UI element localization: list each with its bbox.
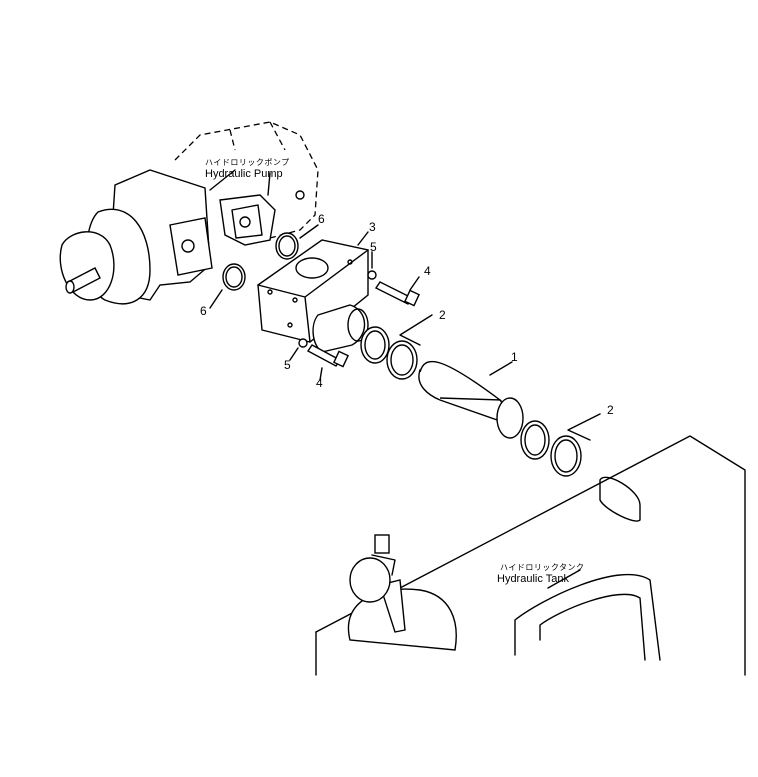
callout-1: 1 — [511, 350, 518, 364]
pump-label-jp: ハイドロリックポンプ — [205, 158, 290, 167]
callout-2: 2 — [439, 308, 446, 322]
hydraulic-pump — [59, 121, 319, 305]
callout-6: 6 — [200, 304, 207, 318]
tank-label-jp: ハイドロリックタンク — [500, 563, 585, 572]
callout-2: 2 — [607, 403, 614, 417]
pump-label-en: Hydraulic Pump — [205, 168, 283, 180]
callout-4: 4 — [424, 264, 431, 278]
adapter-block — [257, 239, 369, 353]
callout-5: 5 — [370, 240, 377, 254]
callout-4: 4 — [316, 376, 323, 390]
callout-5: 5 — [284, 358, 291, 372]
callout-6: 6 — [318, 212, 325, 226]
callout-3: 3 — [369, 220, 376, 234]
tank-label-en: Hydraulic Tank — [497, 573, 569, 585]
hydraulic-tank — [315, 435, 746, 676]
